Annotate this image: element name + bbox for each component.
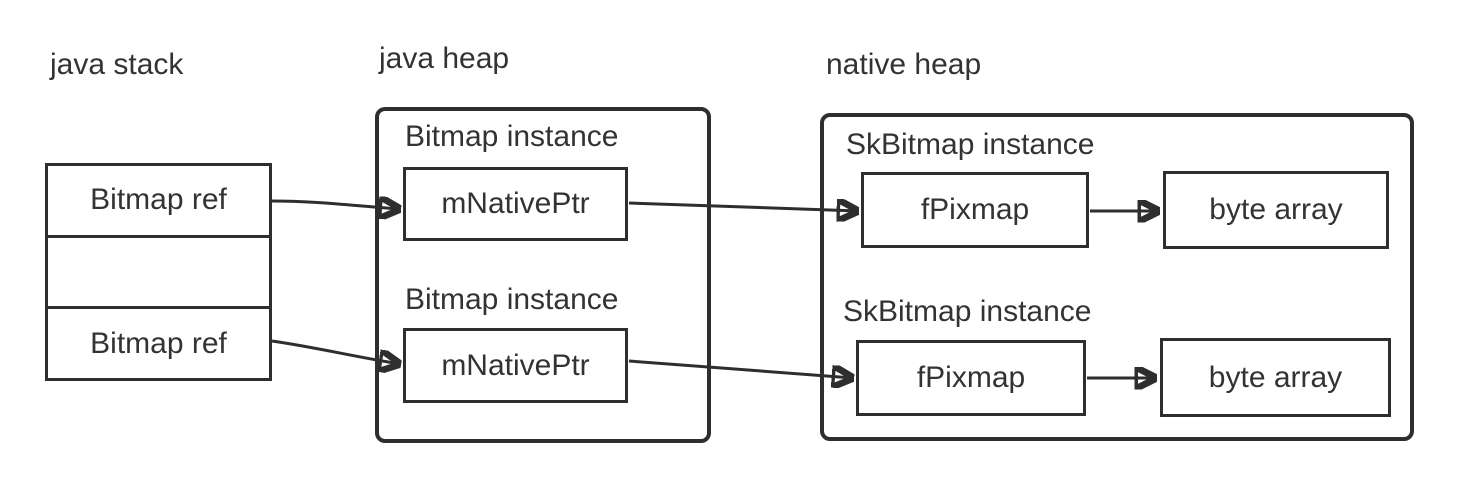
java-stack-label: java stack [50, 48, 184, 81]
mnativeptr-box-1: mNativePtr [403, 167, 628, 241]
java-heap-box [375, 107, 711, 443]
stack-cell-bitmap-ref-1: Bitmap ref [90, 183, 227, 217]
bitmap-instance-title-2: Bitmap instance [405, 283, 619, 316]
java-stack-box: Bitmap ref Bitmap ref [45, 163, 272, 381]
java-heap-label: java heap [379, 42, 510, 75]
fpixmap-box-2: fPixmap [856, 340, 1086, 416]
native-heap-label: native heap [826, 48, 982, 81]
bitmap-instance-title-1: Bitmap instance [405, 120, 619, 153]
byte-array-box-2: byte array [1160, 338, 1391, 417]
skbitmap-instance-title-2: SkBitmap instance [843, 295, 1092, 328]
native-heap-box [820, 113, 1414, 441]
fpixmap-box-1: fPixmap [861, 172, 1089, 248]
stack-cell-empty [48, 234, 269, 307]
byte-array-box-1: byte array [1163, 171, 1389, 249]
stack-cell-bitmap-ref-2: Bitmap ref [48, 306, 269, 378]
mnativeptr-box-2: mNativePtr [403, 328, 628, 403]
skbitmap-instance-title-1: SkBitmap instance [846, 128, 1095, 161]
